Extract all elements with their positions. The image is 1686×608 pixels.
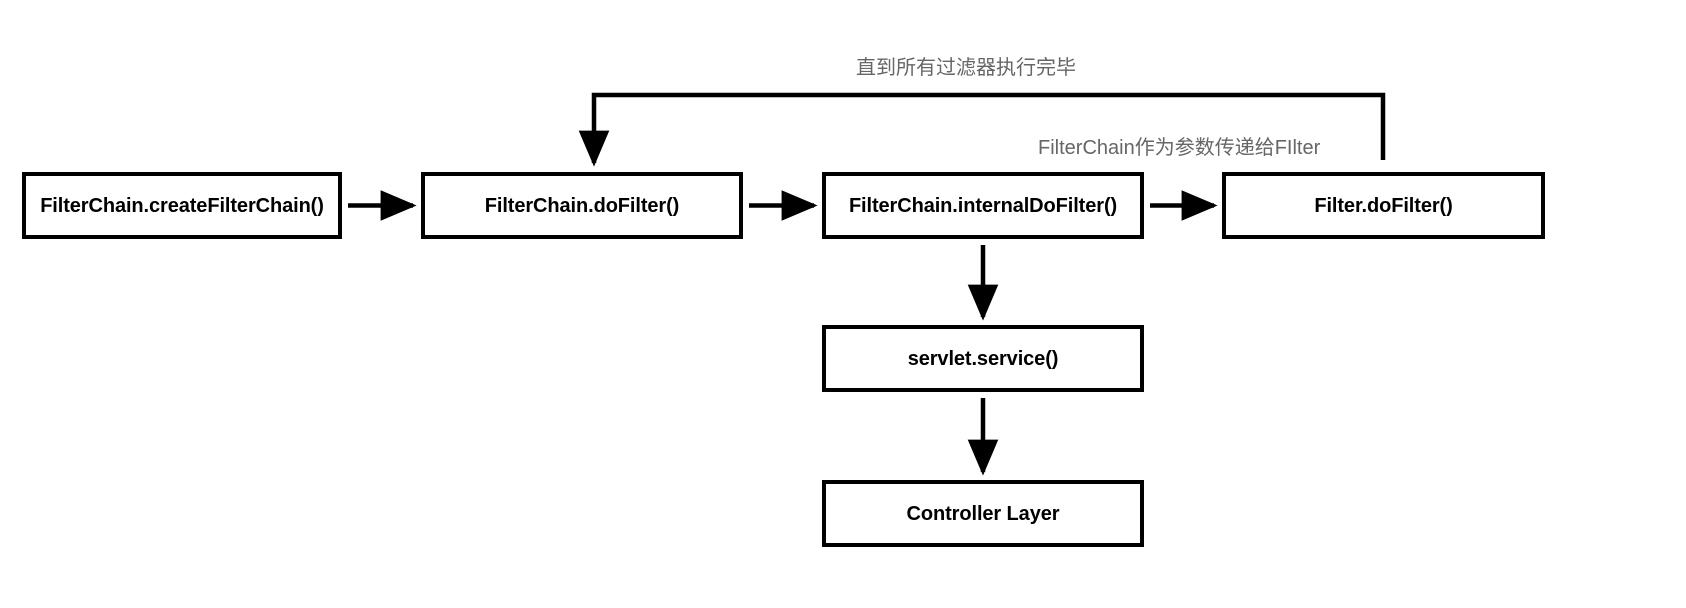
node-controller-layer[interactable]: Controller Layer bbox=[822, 480, 1144, 547]
node-do-filter[interactable]: FilterChain.doFilter() bbox=[421, 172, 743, 239]
node-create-filter-chain[interactable]: FilterChain.createFilterChain() bbox=[22, 172, 342, 239]
node-label: servlet.service() bbox=[907, 347, 1059, 370]
node-filter-do-filter[interactable]: Filter.doFilter() bbox=[1222, 172, 1545, 239]
node-label: FilterChain.internalDoFilter() bbox=[848, 194, 1118, 217]
node-servlet-service[interactable]: servlet.service() bbox=[822, 325, 1144, 392]
edge-label-filterchain-param: FilterChain作为参数传递给FIlter bbox=[1038, 137, 1321, 159]
node-internal-do-filter[interactable]: FilterChain.internalDoFilter() bbox=[822, 172, 1144, 239]
edge-label-loop-condition: 直到所有过滤器执行完毕 bbox=[856, 57, 1076, 79]
node-label: FilterChain.createFilterChain() bbox=[40, 194, 324, 217]
node-label: Filter.doFilter() bbox=[1314, 194, 1453, 217]
node-label: FilterChain.doFilter() bbox=[484, 194, 680, 217]
node-label: Controller Layer bbox=[906, 502, 1060, 525]
